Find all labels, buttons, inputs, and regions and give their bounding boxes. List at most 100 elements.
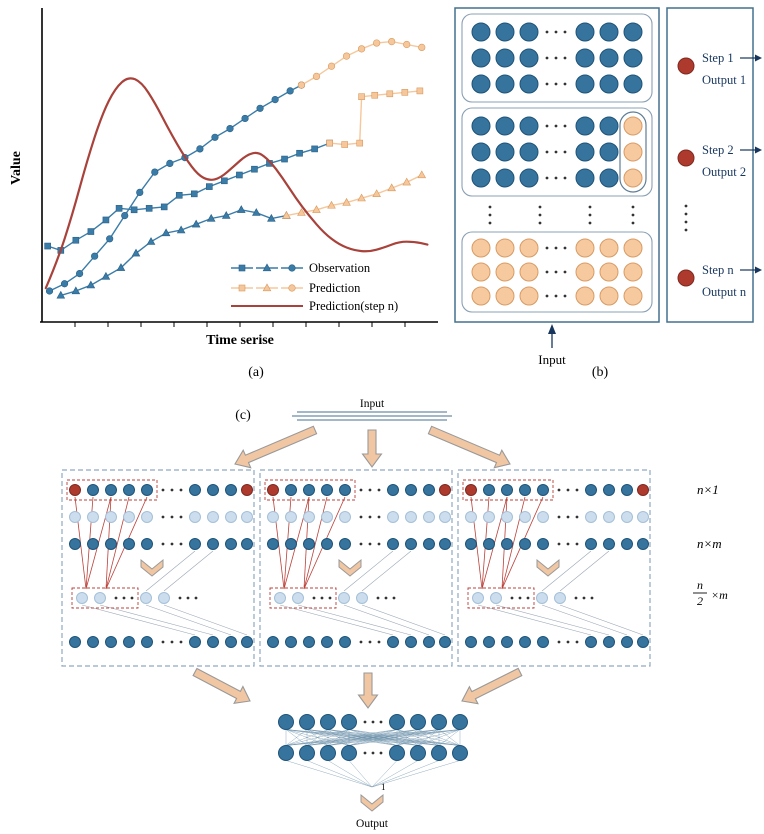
- chevron-arrow: [536, 558, 560, 577]
- dark-node: [623, 74, 643, 94]
- light-node: [472, 592, 484, 604]
- dark-node: [141, 484, 153, 496]
- light-node: [554, 592, 566, 604]
- ellipsis-dot: [575, 515, 579, 519]
- dark-node: [189, 484, 201, 496]
- dark-node: [519, 74, 539, 94]
- pool-line: [559, 604, 644, 636]
- ellipsis-dot: [566, 640, 570, 644]
- series-prediction-triangle: [282, 170, 427, 219]
- matrix-box-border: [461, 107, 653, 197]
- dark-node: [207, 484, 219, 496]
- ellipsis-dot: [359, 640, 363, 644]
- dark-node: [285, 636, 297, 648]
- conv-window: [264, 479, 356, 501]
- ellipsis-dot: [684, 220, 688, 224]
- step-arrowhead: [755, 266, 762, 274]
- light-node: [292, 592, 304, 604]
- chevron-arrow: [140, 558, 164, 577]
- ellipsis-dot: [631, 213, 635, 217]
- converge-line: [348, 760, 373, 788]
- dark-node: [387, 484, 399, 496]
- dark-node: [123, 484, 135, 496]
- conv-line: [105, 496, 130, 590]
- ellipsis-dot: [376, 596, 380, 600]
- dark-node: [599, 48, 619, 68]
- dark-node: [339, 636, 351, 648]
- ellipsis-dot: [566, 542, 570, 546]
- dark-node: [495, 48, 515, 68]
- light-node: [285, 511, 297, 523]
- ellipsis-dot: [538, 205, 542, 209]
- marker-triangle: [262, 263, 272, 272]
- marker-square: [251, 165, 258, 173]
- dark-node: [471, 48, 491, 68]
- chevron-arrow: [338, 558, 362, 577]
- dark-node: [603, 484, 615, 496]
- series-observation-triangle: [56, 205, 291, 299]
- ellipsis-dot: [392, 596, 396, 600]
- ellipsis-dot: [114, 596, 118, 600]
- output-label: Output n: [702, 285, 747, 299]
- series-line: [49, 84, 302, 292]
- marker-square: [115, 205, 123, 212]
- light-node: [423, 511, 435, 523]
- block-arrow: [357, 672, 379, 709]
- pool-line: [99, 604, 214, 636]
- ellipsis-dot: [574, 596, 578, 600]
- ellipsis-dot: [575, 542, 579, 546]
- ellipsis-dot: [545, 82, 549, 86]
- marker-triangle: [161, 228, 171, 237]
- light-node: [267, 511, 279, 523]
- ellipsis-dot: [554, 270, 558, 274]
- light-node: [94, 592, 106, 604]
- ellipsis-dot: [545, 294, 549, 298]
- dark-node: [299, 714, 315, 730]
- dark-node: [87, 484, 99, 496]
- marker-square: [371, 91, 379, 99]
- dense-line: [285, 729, 308, 746]
- marker-triangle: [262, 283, 272, 292]
- ellipsis-dot: [377, 542, 381, 546]
- pool-line: [343, 550, 394, 592]
- marker-triangle: [86, 280, 96, 289]
- converge-line: [327, 760, 373, 788]
- ellipsis-dot: [588, 221, 592, 225]
- dark-node: [303, 484, 315, 496]
- ellipsis-dot: [488, 213, 492, 217]
- marker-square: [44, 242, 51, 250]
- dark-node: [389, 714, 405, 730]
- dark-node: [207, 636, 219, 648]
- series-line: [44, 77, 429, 290]
- dark-node: [585, 538, 597, 550]
- ellipsis-dot: [377, 515, 381, 519]
- marker-triangle: [236, 205, 246, 213]
- block-arrow: [234, 425, 318, 469]
- dark-node: [519, 168, 539, 188]
- marker-triangle: [131, 248, 141, 257]
- marker-square: [145, 205, 153, 212]
- ellipsis-dot: [359, 515, 363, 519]
- dense-line: [285, 729, 350, 746]
- dark-node: [123, 636, 135, 648]
- peach-node: [575, 286, 595, 306]
- marker-triangle: [116, 263, 126, 271]
- ellipsis-dot: [179, 515, 183, 519]
- dense-line: [285, 729, 419, 746]
- converge-line: [371, 760, 419, 788]
- dark-node: [483, 538, 495, 550]
- marker-triangle: [417, 170, 427, 179]
- dark-node: [465, 538, 477, 550]
- marker-circle: [136, 188, 144, 196]
- dark-node: [439, 636, 451, 648]
- marker-triangle: [312, 205, 321, 213]
- marker-square: [102, 216, 110, 224]
- dark-node: [141, 538, 153, 550]
- pool-line: [81, 604, 196, 636]
- red-node: [677, 149, 695, 167]
- series-prediction-square: [326, 87, 424, 148]
- dark-node: [603, 636, 615, 648]
- ellipsis-dot: [566, 515, 570, 519]
